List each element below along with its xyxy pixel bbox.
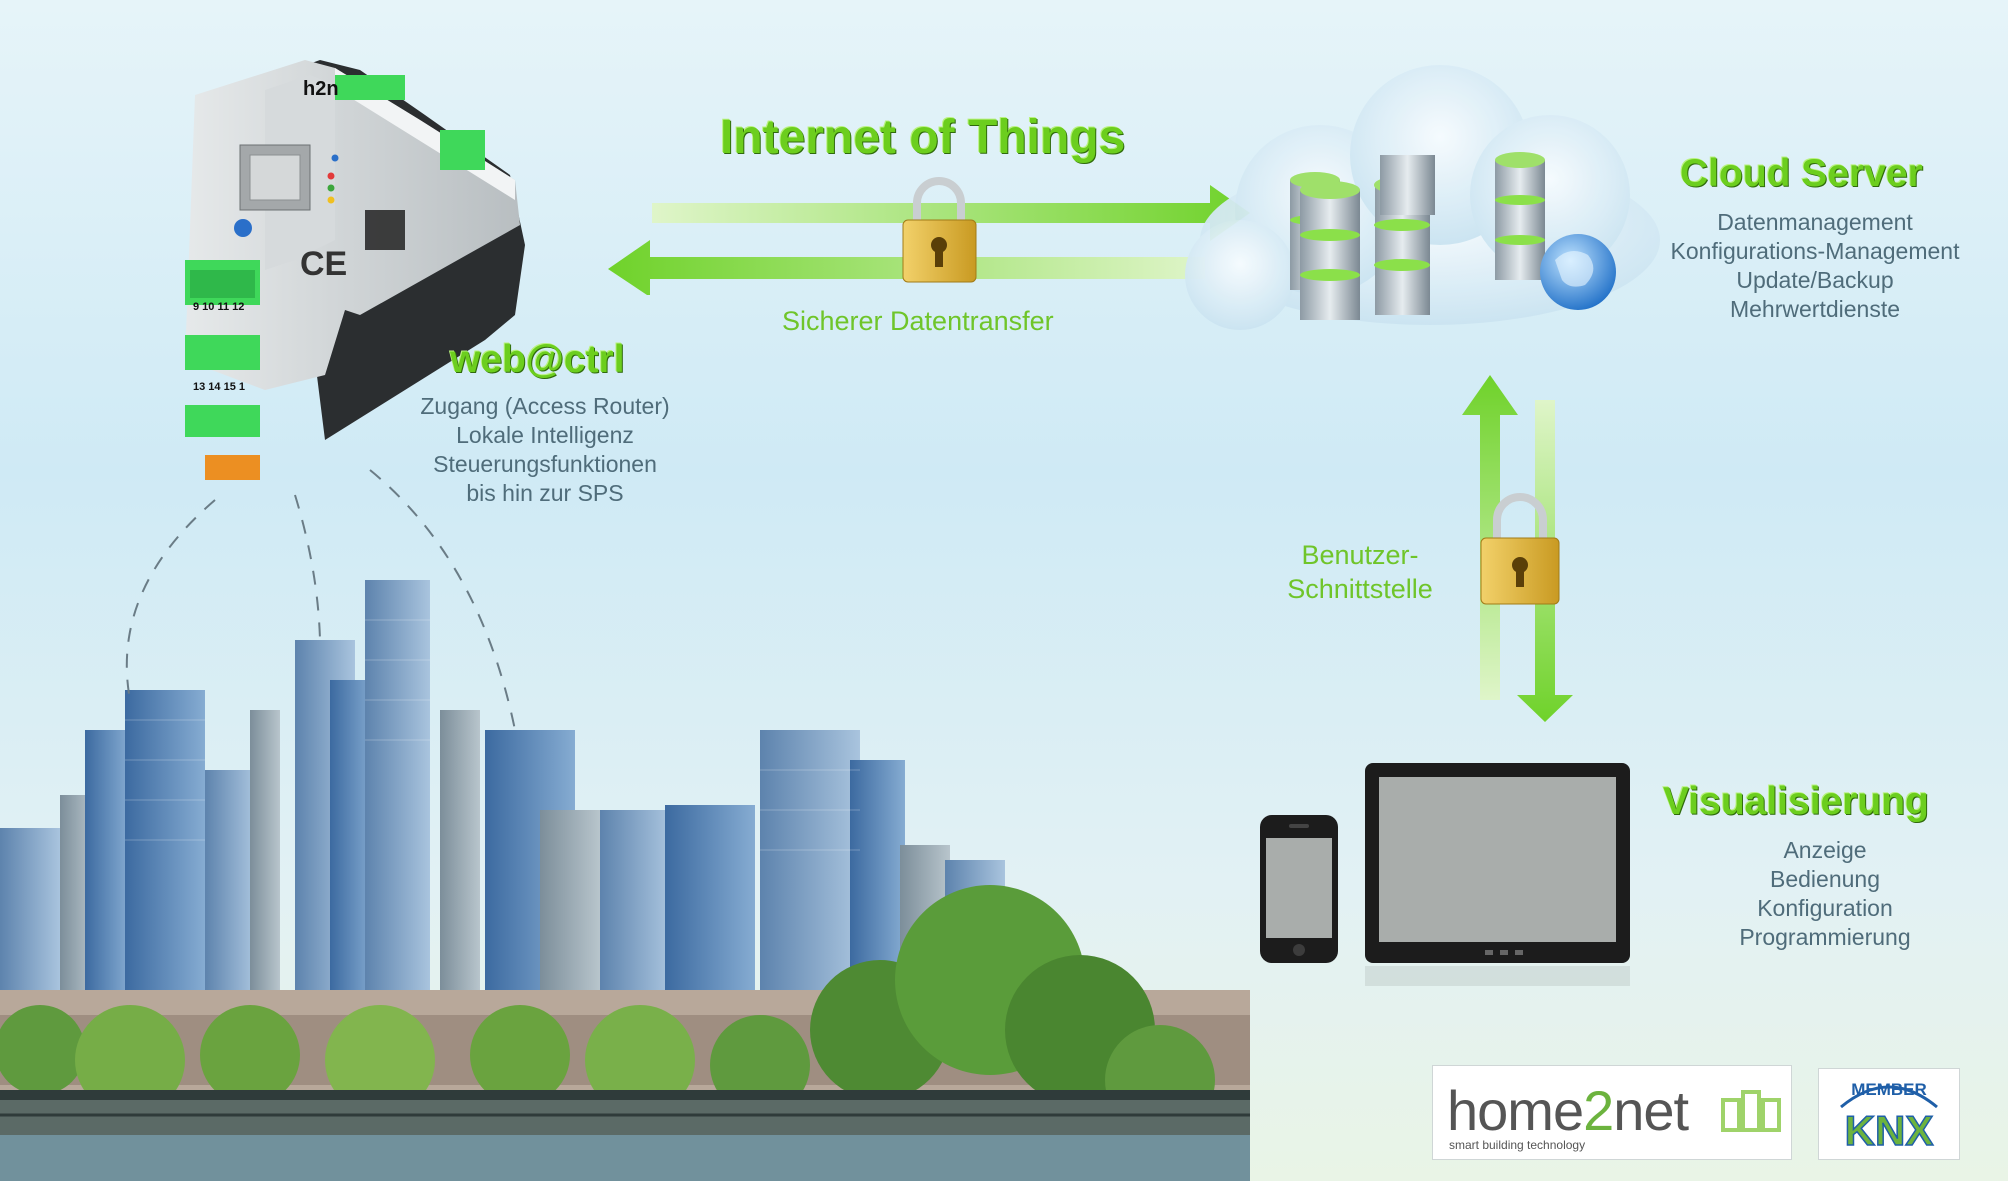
knx-member-logo: MEMBER KNX bbox=[1818, 1068, 1960, 1160]
webctrl-description: Zugang (Access Router) Lokale Intelligen… bbox=[380, 392, 710, 508]
lock-icon bbox=[902, 177, 977, 283]
ui-label-line2: Schnittstelle bbox=[1287, 574, 1433, 604]
visualization-line: Anzeige bbox=[1783, 837, 1867, 863]
cloud-line: Mehrwertdienste bbox=[1729, 296, 1901, 322]
device-terminals-top: 9 10 11 12 bbox=[193, 301, 244, 313]
arrow-to-cloud bbox=[652, 185, 1250, 241]
database-icon bbox=[1290, 155, 1435, 320]
smartphone-icon bbox=[1260, 815, 1338, 963]
home2net-logo-home: home bbox=[1447, 1079, 1584, 1142]
svg-text:CE: CE bbox=[300, 245, 347, 283]
device-brand-label: h2n bbox=[303, 78, 339, 100]
webctrl-device-image: CE h2n 9 10 11 12 13 14 15 1 bbox=[185, 60, 525, 480]
webctrl-line: Zugang (Access Router) bbox=[420, 393, 670, 419]
tablet-icon bbox=[1365, 763, 1630, 963]
home2net-logo-mark bbox=[1721, 1090, 1781, 1132]
visualization-line: Bedienung bbox=[1770, 866, 1880, 892]
webctrl-line: Steuerungsfunktionen bbox=[433, 451, 657, 477]
city-skyline-illustration bbox=[0, 580, 1250, 1181]
cloud-server-illustration bbox=[1185, 65, 1660, 330]
cloud-line: Konfigurations-Management bbox=[1670, 238, 1960, 264]
visualization-line: Programmierung bbox=[1739, 924, 1911, 950]
visualization-line: Konfiguration bbox=[1757, 895, 1893, 921]
iot-title: Internet of Things bbox=[720, 111, 1126, 164]
home2net-logo-net: net bbox=[1613, 1079, 1689, 1142]
home2net-logo-2: 2 bbox=[1583, 1079, 1614, 1142]
server-stack-icon bbox=[1495, 152, 1545, 280]
secure-transfer-label: Sicherer Datentransfer bbox=[782, 306, 1054, 336]
webctrl-line: Lokale Intelligenz bbox=[456, 422, 634, 448]
lock-icon-vertical bbox=[1480, 493, 1560, 605]
visualization-description: Anzeige Bedienung Konfiguration Programm… bbox=[1680, 836, 1970, 952]
device-terminals-bottom: 13 14 15 1 bbox=[193, 381, 245, 393]
webctrl-line: bis hin zur SPS bbox=[466, 480, 624, 506]
home2net-tagline: smart building technology bbox=[1449, 1138, 1586, 1152]
home2net-logo: home2net smart building technology bbox=[1432, 1065, 1792, 1160]
cloud-line: Datenmanagement bbox=[1717, 209, 1913, 235]
knx-label: KNX bbox=[1845, 1107, 1934, 1154]
ui-label-line1: Benutzer- bbox=[1301, 540, 1419, 570]
cloud-line: Update/Backup bbox=[1736, 267, 1894, 293]
knx-member-label: MEMBER bbox=[1851, 1080, 1927, 1099]
visualization-title: Visualisierung bbox=[1663, 780, 1929, 823]
webctrl-title: web@ctrl bbox=[450, 338, 625, 381]
user-interface-label: Benutzer- Schnittstelle bbox=[1280, 538, 1440, 606]
devices-illustration bbox=[1260, 763, 1630, 986]
cloud-title: Cloud Server bbox=[1680, 152, 1923, 195]
cloud-description: Datenmanagement Konfigurations-Managemen… bbox=[1630, 208, 2000, 324]
